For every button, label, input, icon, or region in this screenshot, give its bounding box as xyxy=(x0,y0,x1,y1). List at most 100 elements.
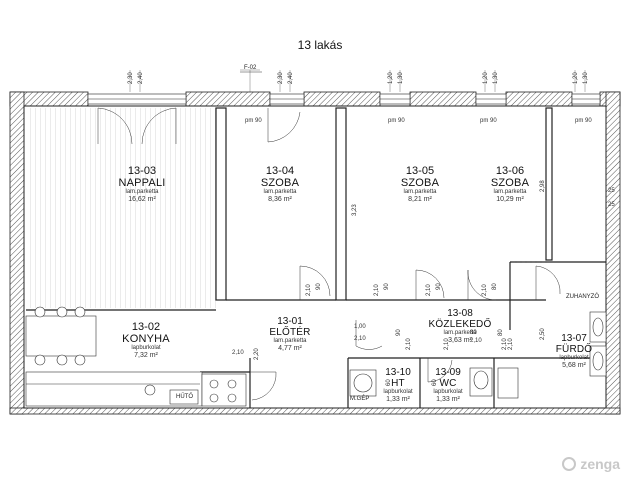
top-dim-10: 1,30 xyxy=(583,72,589,84)
fridge-label: HŰTŐ xyxy=(176,394,193,400)
top-dim-1: 2,30 xyxy=(128,72,134,84)
room-name: ELŐTÉR xyxy=(269,327,311,338)
room-area: 4,77 m² xyxy=(278,344,302,352)
door-dim-12: 1,00 xyxy=(354,324,366,330)
top-dim-4: 2,40 xyxy=(288,72,294,84)
door-dim-7: 2,10 xyxy=(482,284,488,296)
room-name: KONYHA xyxy=(122,333,170,346)
room-area: 7,32 m² xyxy=(134,351,158,359)
door-dim-21: 2,20 xyxy=(254,348,260,360)
shower-label: ZUHANYZÓ xyxy=(566,294,599,300)
room-number: 13-07 xyxy=(561,333,587,344)
room-name: SZOBA xyxy=(260,177,300,190)
room-material: lam.parketta xyxy=(493,189,527,196)
misc-dim-4: 25 xyxy=(608,188,615,194)
dining-table xyxy=(25,306,97,366)
room-13-09: 13-09 WC lapburkolat 1,33 m² xyxy=(424,367,472,403)
room-material: lam.parketta xyxy=(125,189,159,196)
top-dim-9: 1,20 xyxy=(573,72,579,84)
door-dim-14: 90 xyxy=(396,329,402,336)
top-dim-6: 1,30 xyxy=(398,72,404,84)
room-13-01: 13-01 ELŐTÉR lam.parketta 4,77 m² xyxy=(250,316,330,352)
living-room-slat-zone xyxy=(26,108,216,308)
door-dim-22: 2,10 xyxy=(232,350,244,356)
room-number: 13-10 xyxy=(385,367,411,378)
door-dim-19: 80 xyxy=(470,330,477,336)
watermark: zenga xyxy=(562,456,620,472)
room-13-10: 13-10 HT lapburkolat 1,33 m² xyxy=(376,367,420,403)
room-area: 3,63 m² xyxy=(448,336,472,344)
room-material: lam.parketta xyxy=(273,338,307,344)
door-swings xyxy=(250,108,561,401)
room-material: lapburkolat xyxy=(131,345,161,352)
top-dim-5: 1,20 xyxy=(388,72,394,84)
room-13-04: 13-04 SZOBA lam.parketta 8,36 m² xyxy=(230,165,330,203)
door-dim-18: 2,10 xyxy=(444,338,450,350)
sill-mark-4: pm 90 xyxy=(245,118,262,124)
room-area: 1,33 m² xyxy=(386,395,410,403)
top-dim-2: 2,40 xyxy=(138,72,144,84)
room-number: 13-06 xyxy=(495,165,525,177)
top-dimension-lines xyxy=(129,69,586,92)
top-dim-8: 1,30 xyxy=(493,72,499,84)
misc-dim-3: 2,50 xyxy=(540,328,546,340)
room-material: lapburkolat xyxy=(559,355,589,361)
door-dim-16: 60 xyxy=(386,379,392,386)
section-tag: F-02 xyxy=(244,65,257,71)
plan-title: 13 lakás xyxy=(297,38,343,52)
room-number: 13-04 xyxy=(265,165,295,177)
room-13-06: 13-06 SZOBA lam.parketta 10,29 m² xyxy=(460,165,560,203)
door-dim-17: 60 xyxy=(432,379,438,386)
sill-mark-3: pm 90 xyxy=(575,118,592,124)
watermark-logo-icon xyxy=(562,457,577,471)
misc-dim-5: 25 xyxy=(608,202,615,208)
room-number: 13-02 xyxy=(131,321,161,333)
room-number: 13-09 xyxy=(435,367,461,378)
room-material: lapburkolat xyxy=(433,389,463,395)
room-13-07: 13-07 FÜRDŐ lapburkolat 5,68 m² xyxy=(540,333,608,369)
room-material: lapburkolat xyxy=(383,389,413,395)
room-number: 13-08 xyxy=(447,308,473,319)
door-dim-10: 80 xyxy=(498,329,504,336)
room-number: 13-01 xyxy=(277,316,303,327)
living-room-sliding-door-arcs xyxy=(97,107,177,145)
bathroom-fixtures xyxy=(349,261,607,399)
room-13-03: 13-03 NAPPALI lam.parketta 16,62 m² xyxy=(92,165,192,203)
room-material: lam.parketta xyxy=(403,189,437,196)
room-13-02: 13-02 KONYHA lapburkolat 7,32 m² xyxy=(96,321,196,359)
room-area: 8,36 m² xyxy=(268,195,292,203)
room-area: 5,68 m² xyxy=(562,361,586,369)
room-number: 13-05 xyxy=(405,165,435,177)
room-area: 16,62 m² xyxy=(128,195,156,203)
door-dim-15: 2,10 xyxy=(406,338,412,350)
misc-dim-2: 2,98 xyxy=(540,180,546,192)
top-dim-7: 1,20 xyxy=(483,72,489,84)
room-material: lam.parketta xyxy=(443,330,477,336)
washer-label: M.GÉP xyxy=(350,396,370,402)
door-dim-13: 2,10 xyxy=(354,336,366,342)
room-area: 1,33 m² xyxy=(436,395,460,403)
room-name: SZOBA xyxy=(490,177,530,190)
door-dim-3: 2,10 xyxy=(374,284,380,296)
misc-dim-1: 3,23 xyxy=(352,204,358,216)
room-number: 13-03 xyxy=(127,165,157,177)
windows xyxy=(87,93,601,105)
top-dim-3: 2,30 xyxy=(278,72,284,84)
interior-walls xyxy=(23,105,607,409)
sill-mark-2: pm 90 xyxy=(480,118,497,124)
door-dim-6: 90 xyxy=(436,283,442,290)
room-name: SZOBA xyxy=(400,177,440,190)
door-dim-5: 2,10 xyxy=(426,284,432,296)
watermark-text: zenga xyxy=(580,456,620,472)
room-area: 10,29 m² xyxy=(496,195,524,203)
room-name: FÜRDŐ xyxy=(555,344,593,355)
room-material: lam.parketta xyxy=(263,189,297,196)
room-area: 8,21 m² xyxy=(408,195,432,203)
kitchen-fixtures xyxy=(25,371,247,407)
door-dim-4: 90 xyxy=(384,283,390,290)
room-name: HT xyxy=(391,378,405,389)
room-name: KÖZLEKEDŐ xyxy=(428,319,492,330)
door-dim-11: 2,10 xyxy=(508,338,514,350)
door-dim-8: 80 xyxy=(492,283,498,290)
